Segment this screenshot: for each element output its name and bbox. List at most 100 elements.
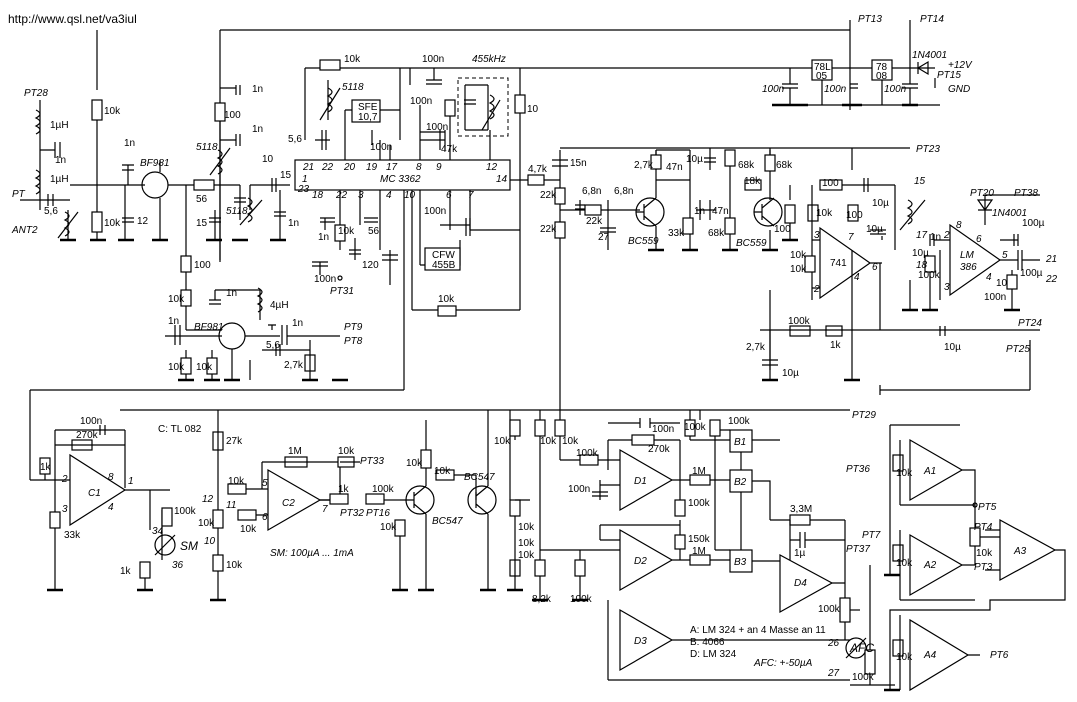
c1n-g1: 1n	[124, 138, 135, 149]
r10k-d1a: 10k	[540, 436, 557, 447]
r10k-d2: 10k	[518, 538, 535, 549]
c47n-b: 47n	[712, 206, 729, 217]
r100k-c2: 100k	[372, 484, 395, 495]
a-section	[889, 424, 1066, 692]
r10k-a3: 10k	[976, 548, 993, 559]
r10k-div3: 10k	[228, 476, 245, 487]
pin741-2: 2	[813, 284, 820, 295]
bc559-2-label: BC559	[736, 238, 767, 249]
r100k-afc: 100k	[818, 604, 841, 615]
pt32-label: PT32	[340, 508, 364, 519]
r10k-a1: 10k	[896, 468, 913, 479]
r47k-mc: 47k	[441, 144, 458, 155]
r22k-b: 22k	[540, 224, 557, 235]
pin-17: 17	[386, 162, 398, 173]
c1n-ant: 1n	[55, 155, 66, 166]
bf981-2-label: BF981	[194, 322, 223, 333]
c100n-mc5: 100n	[314, 274, 336, 285]
c5p6-ant: 5,6	[44, 206, 58, 217]
front-end	[20, 30, 340, 380]
r10k-div1: 10k	[198, 518, 215, 529]
r100-af3: 100	[774, 224, 791, 235]
coil-5118-a: 5118	[196, 142, 218, 153]
r100-af1: 100	[822, 178, 839, 189]
pin-18: 19	[366, 162, 378, 173]
pin-34: 34	[152, 526, 164, 537]
d1-label: D1	[634, 476, 647, 487]
r100k-sm: 100k	[174, 506, 197, 517]
pt38-label: PT38	[1014, 188, 1038, 199]
r10k-a4: 10k	[896, 652, 913, 663]
r270k-c1: 270k	[76, 430, 99, 441]
a3-label: A3	[1013, 546, 1027, 557]
pin-20: 18	[312, 190, 324, 201]
r68k-b: 68k	[708, 228, 725, 239]
power-rail	[219, 20, 940, 262]
c5p6-out: 5,6	[266, 340, 280, 351]
pt23-label: PT23	[916, 144, 940, 155]
pin-17-out: 15	[914, 176, 926, 187]
c100n-d1: 100n	[652, 424, 674, 435]
r33k-af: 33k	[668, 228, 685, 239]
op741-label: 741	[830, 258, 847, 269]
c5p6-mc: 5,6	[288, 134, 302, 145]
r56-label: 56	[196, 194, 208, 205]
pin741-7: 7	[848, 232, 854, 243]
r22k-a: 22k	[540, 190, 557, 201]
pin-c1-2: 2	[61, 474, 68, 485]
r27k-div: 27k	[226, 436, 243, 447]
url-text: http://www.qsl.net/va3iul	[8, 12, 137, 26]
c100n-mc4: 100n	[370, 142, 392, 153]
afc-meter-label: AFC	[849, 641, 874, 655]
c100n-mc1: 100n	[422, 54, 444, 65]
reg1b-label: 05	[816, 71, 828, 82]
c10u-out: 10µ	[944, 342, 961, 353]
r2k7-vol: 2,7k	[746, 342, 766, 353]
pin-c1-8: 8	[108, 472, 114, 483]
r100k-b: 100k	[684, 422, 707, 433]
pin-22: 22	[321, 162, 334, 173]
reg1-label: 78L	[814, 62, 831, 73]
pin386-5: 5	[1002, 250, 1008, 261]
pin-6: 6	[446, 190, 452, 201]
coil-5118-c: 5118	[342, 82, 364, 93]
pin386-4: 4	[986, 272, 992, 283]
pt9-label: PT9	[344, 322, 363, 333]
cfw-label: CFW	[432, 250, 455, 261]
pin-c2-5: 5	[262, 478, 268, 489]
c100n-mc2: 100n	[410, 96, 432, 107]
l2-label: 1µH	[50, 174, 69, 185]
c10-label: 10	[262, 154, 274, 165]
r10k-d: 10k	[168, 362, 185, 373]
af-section	[527, 147, 1040, 410]
c47n-a: 47n	[666, 162, 683, 173]
c1n-af: 1n	[694, 206, 705, 217]
mc3362-label: MC 3362	[380, 174, 421, 185]
pt33-label: PT33	[360, 456, 384, 467]
ant2-label: ANT2	[11, 225, 38, 236]
r100-b: 100	[194, 260, 211, 271]
pt24-label: PT24	[1018, 318, 1042, 329]
bc547-1-label: BC547	[432, 516, 463, 527]
c2-label: C2	[282, 498, 295, 509]
pin-4: 4	[386, 190, 392, 201]
diode-1n4001-label: 1N4001	[912, 50, 947, 61]
c100u-386a: 100µ	[1022, 218, 1045, 229]
r100-af2: 100	[846, 210, 863, 221]
legend-a: A: LM 324 + an 4 Masse an 11	[690, 625, 826, 636]
r270k-d1: 270k	[648, 444, 671, 455]
pt-label: PT	[12, 189, 26, 200]
pin741-3: 3	[814, 230, 820, 241]
pin386-8: 8	[956, 220, 962, 231]
c27-af: 27	[598, 232, 610, 243]
pin-105: 10	[404, 190, 416, 201]
r10-mc: 10	[527, 104, 539, 115]
r10k-c2: 10k	[338, 446, 355, 457]
pin-12-div: 12	[202, 494, 214, 505]
pin741-6: 6	[872, 262, 878, 273]
d2-label: D2	[634, 556, 647, 567]
r10k-af1: 10k	[816, 208, 833, 219]
pin-c2-7: 7	[322, 504, 328, 515]
pin-7: 7	[468, 190, 474, 201]
r2k7-out: 2,7k	[284, 360, 304, 371]
